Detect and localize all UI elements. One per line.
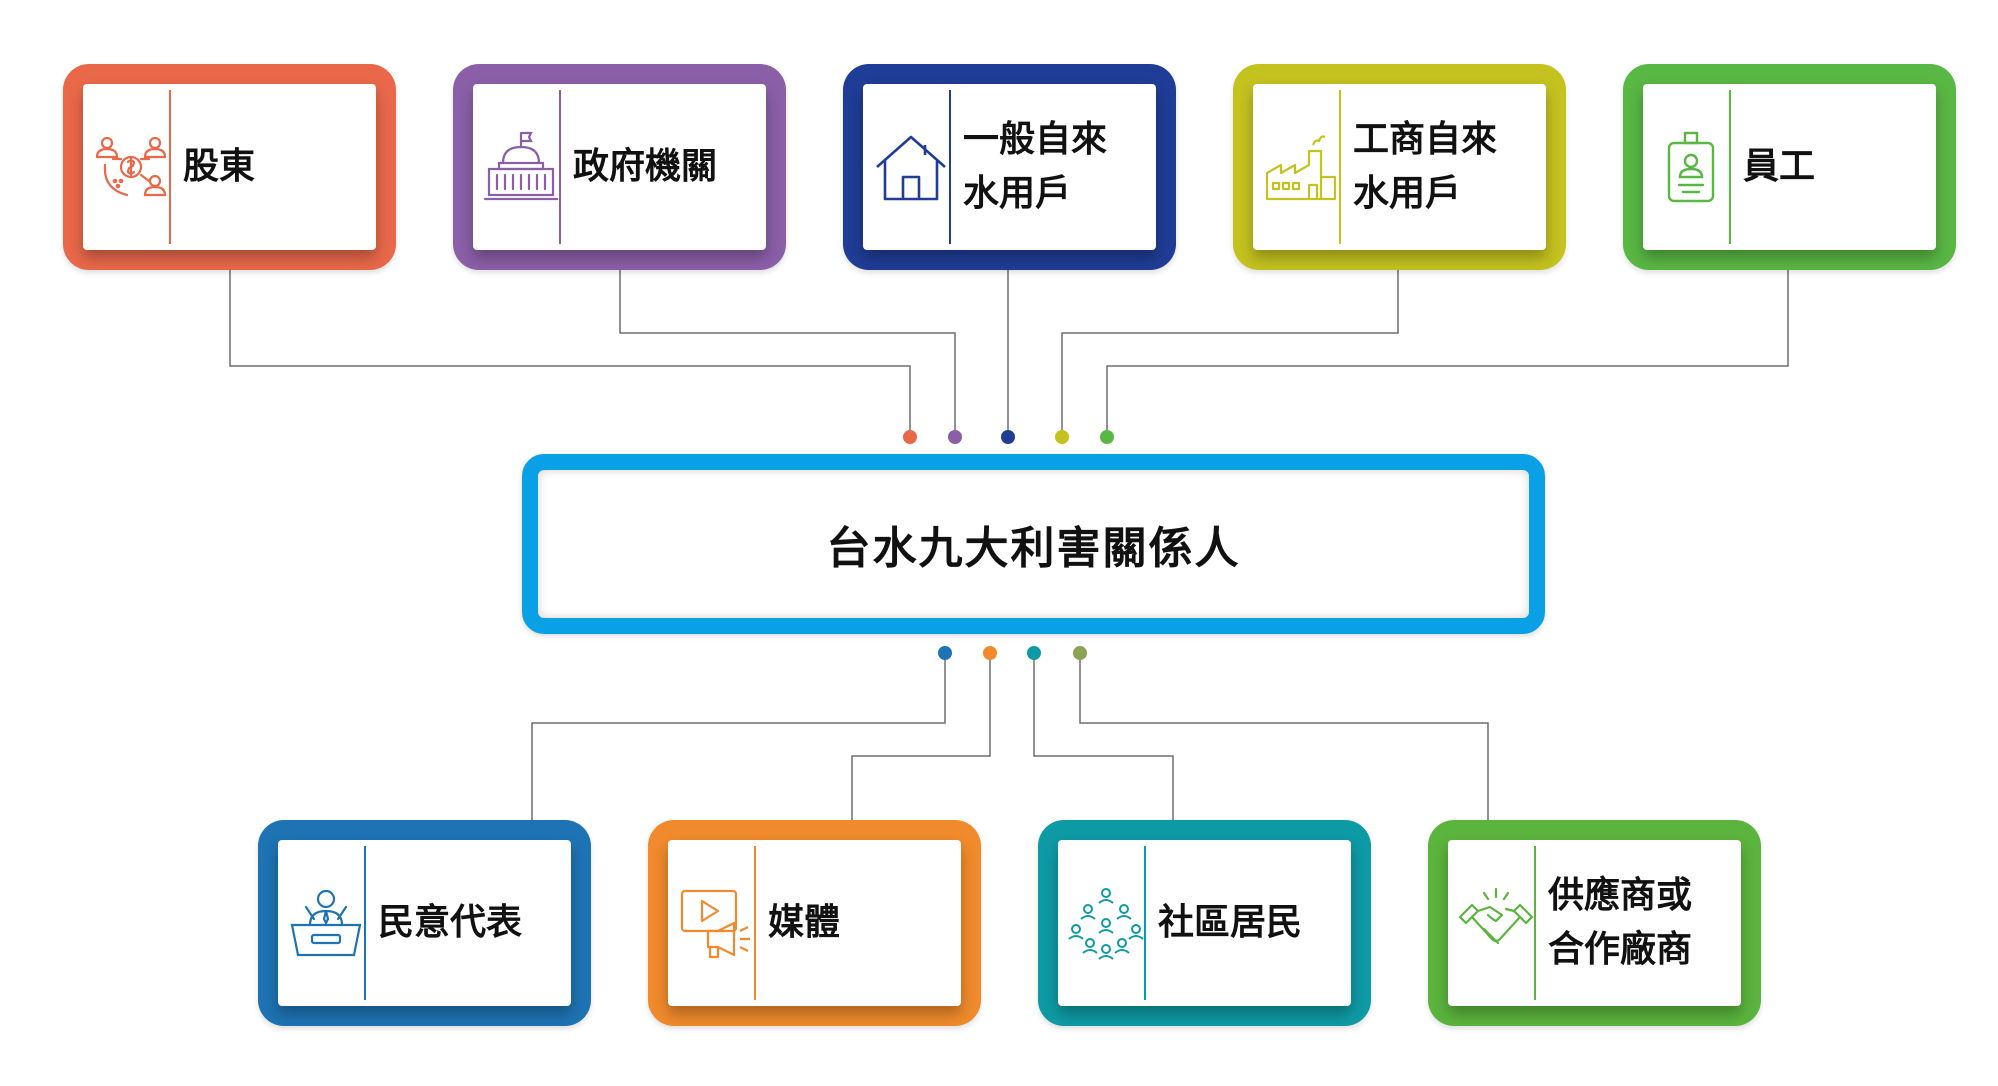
stakeholder-card-government: 政府機關 xyxy=(453,64,786,270)
connector-dot-shareholders xyxy=(903,430,917,444)
stakeholder-label: 民意代表 xyxy=(378,902,523,943)
government-building-icon xyxy=(483,129,559,205)
center-title: 台水九大利害關係人 xyxy=(826,523,1241,574)
connector-dot-households xyxy=(1001,430,1015,444)
stakeholder-label: 社區居民 xyxy=(1158,902,1303,943)
stakeholder-card-employees: 員工 xyxy=(1623,64,1956,270)
card-divider xyxy=(1144,846,1146,1000)
stakeholder-label: 供應商或 合作廠商 xyxy=(1548,875,1693,970)
stakeholder-label: 員工 xyxy=(1743,146,1816,187)
community-people-icon xyxy=(1068,885,1144,961)
connector-dot-legislators xyxy=(938,646,952,660)
center-panel: 台水九大利害關係人 xyxy=(538,470,1529,618)
card-panel: 民意代表 xyxy=(278,840,571,1006)
connector-legislators xyxy=(531,653,946,820)
card-divider xyxy=(949,90,951,244)
card-panel: 員工 xyxy=(1643,84,1936,250)
media-megaphone-icon xyxy=(678,885,754,961)
stakeholder-card-residents: 社區居民 xyxy=(1038,820,1371,1026)
stakeholder-card-households: 一般自來 水用戶 xyxy=(843,64,1176,270)
stakeholder-card-legislators: 民意代表 xyxy=(258,820,591,1026)
connector-dot-employees xyxy=(1100,430,1114,444)
connector-employees xyxy=(1106,270,1789,436)
card-divider xyxy=(754,846,756,1000)
connector-dot-media xyxy=(983,646,997,660)
card-panel: 一般自來 水用戶 xyxy=(863,84,1156,250)
stakeholder-label: 一般自來 水用戶 xyxy=(963,119,1108,214)
stakeholder-label: 股東 xyxy=(183,146,256,187)
connector-suppliers xyxy=(1079,653,1489,820)
card-panel: 股東 xyxy=(83,84,376,250)
card-divider xyxy=(364,846,366,1000)
speaker-podium-icon xyxy=(288,885,364,961)
card-panel: 供應商或 合作廠商 xyxy=(1448,840,1741,1006)
factory-icon xyxy=(1263,129,1339,205)
connector-media xyxy=(851,653,991,820)
stakeholder-card-media: 媒體 xyxy=(648,820,981,1026)
handshake-icon xyxy=(1458,885,1534,961)
card-panel: 社區居民 xyxy=(1058,840,1351,1006)
connector-dot-suppliers xyxy=(1073,646,1087,660)
card-panel: 媒體 xyxy=(668,840,961,1006)
card-panel: 工商自來 水用戶 xyxy=(1253,84,1546,250)
stakeholder-label: 媒體 xyxy=(768,902,841,943)
card-divider xyxy=(1534,846,1536,1000)
connector-dot-residents xyxy=(1027,646,1041,660)
stakeholder-card-industry: 工商自來 水用戶 xyxy=(1233,64,1566,270)
id-badge-icon xyxy=(1653,129,1729,205)
connector-residents xyxy=(1033,653,1174,820)
card-divider xyxy=(1729,90,1731,244)
card-divider xyxy=(559,90,561,244)
stakeholder-label: 工商自來 水用戶 xyxy=(1353,119,1498,214)
connector-government xyxy=(619,270,956,436)
connector-shareholders xyxy=(229,270,911,436)
card-panel: 政府機關 xyxy=(473,84,766,250)
stakeholder-card-suppliers: 供應商或 合作廠商 xyxy=(1428,820,1761,1026)
stakeholder-card-shareholders: 股東 xyxy=(63,64,396,270)
house-icon xyxy=(873,129,949,205)
connector-dot-government xyxy=(948,430,962,444)
stakeholder-label: 政府機關 xyxy=(573,146,718,187)
center-hub: 台水九大利害關係人 xyxy=(522,454,1545,634)
connector-industry xyxy=(1061,270,1399,436)
shareholder-network-icon xyxy=(93,129,169,205)
card-divider xyxy=(1339,90,1341,244)
card-divider xyxy=(169,90,171,244)
connector-dot-industry xyxy=(1055,430,1069,444)
